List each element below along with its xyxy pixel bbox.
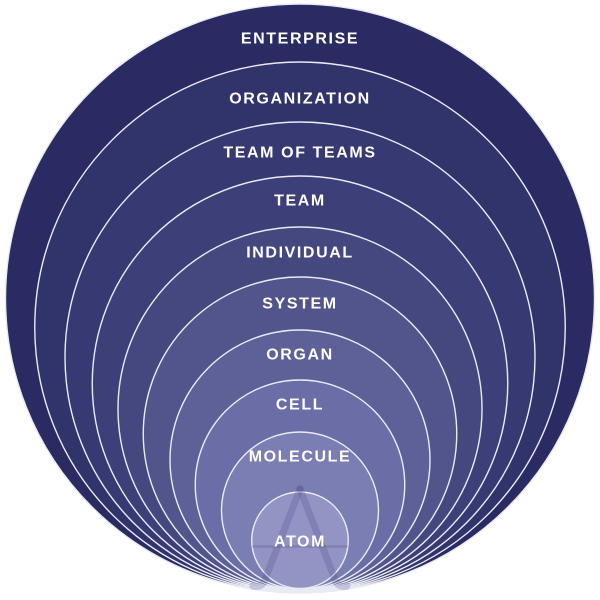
label-enterprise: ENTERPRISE bbox=[241, 31, 359, 48]
label-individual: INDIVIDUAL bbox=[246, 245, 354, 262]
label-cell: CELL bbox=[276, 397, 324, 414]
label-team: TEAM bbox=[274, 193, 326, 210]
label-molecule: MOLECULE bbox=[249, 449, 352, 466]
label-atom: ATOM bbox=[274, 534, 326, 551]
letter-a-watermark-icon bbox=[249, 485, 351, 590]
letter-a-left-leg bbox=[249, 485, 304, 590]
label-team-of-teams: TEAM OF TEAMS bbox=[223, 145, 376, 162]
circle-atom bbox=[251, 491, 349, 590]
label-organization: ORGANIZATION bbox=[229, 91, 371, 108]
letter-a-right-leg bbox=[296, 485, 351, 590]
label-organ: ORGAN bbox=[266, 347, 334, 364]
label-system: SYSTEM bbox=[262, 296, 337, 313]
